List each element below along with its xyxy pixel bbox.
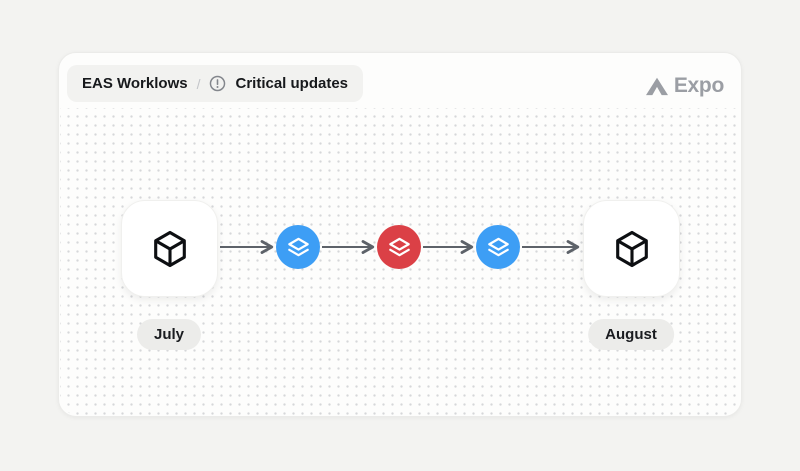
alert-circle-icon [209, 75, 226, 92]
month-label-end: August [588, 319, 674, 350]
update-node-1[interactable] [276, 225, 320, 269]
layers-icon [388, 236, 411, 259]
cube-icon [612, 229, 652, 269]
breadcrumb-separator: / [196, 75, 201, 92]
layers-icon [287, 236, 310, 259]
expo-logo-icon [645, 75, 669, 97]
update-node-2[interactable] [476, 225, 520, 269]
critical-update-node[interactable] [377, 225, 421, 269]
brand-name: Expo [673, 74, 724, 97]
cube-icon [150, 229, 190, 269]
layers-icon [487, 236, 510, 259]
breadcrumb: EAS Worklows / Critical updates [67, 65, 364, 102]
breadcrumb-root[interactable]: EAS Worklows [82, 75, 188, 92]
workflow-panel: EAS Worklows / Critical updates Expo [58, 52, 742, 417]
breadcrumb-current: Critical updates [235, 75, 349, 92]
build-node-start[interactable] [121, 200, 218, 297]
month-label-start: July [136, 319, 202, 350]
build-node-end[interactable] [583, 200, 680, 297]
expo-brand[interactable]: Expo [645, 72, 724, 100]
